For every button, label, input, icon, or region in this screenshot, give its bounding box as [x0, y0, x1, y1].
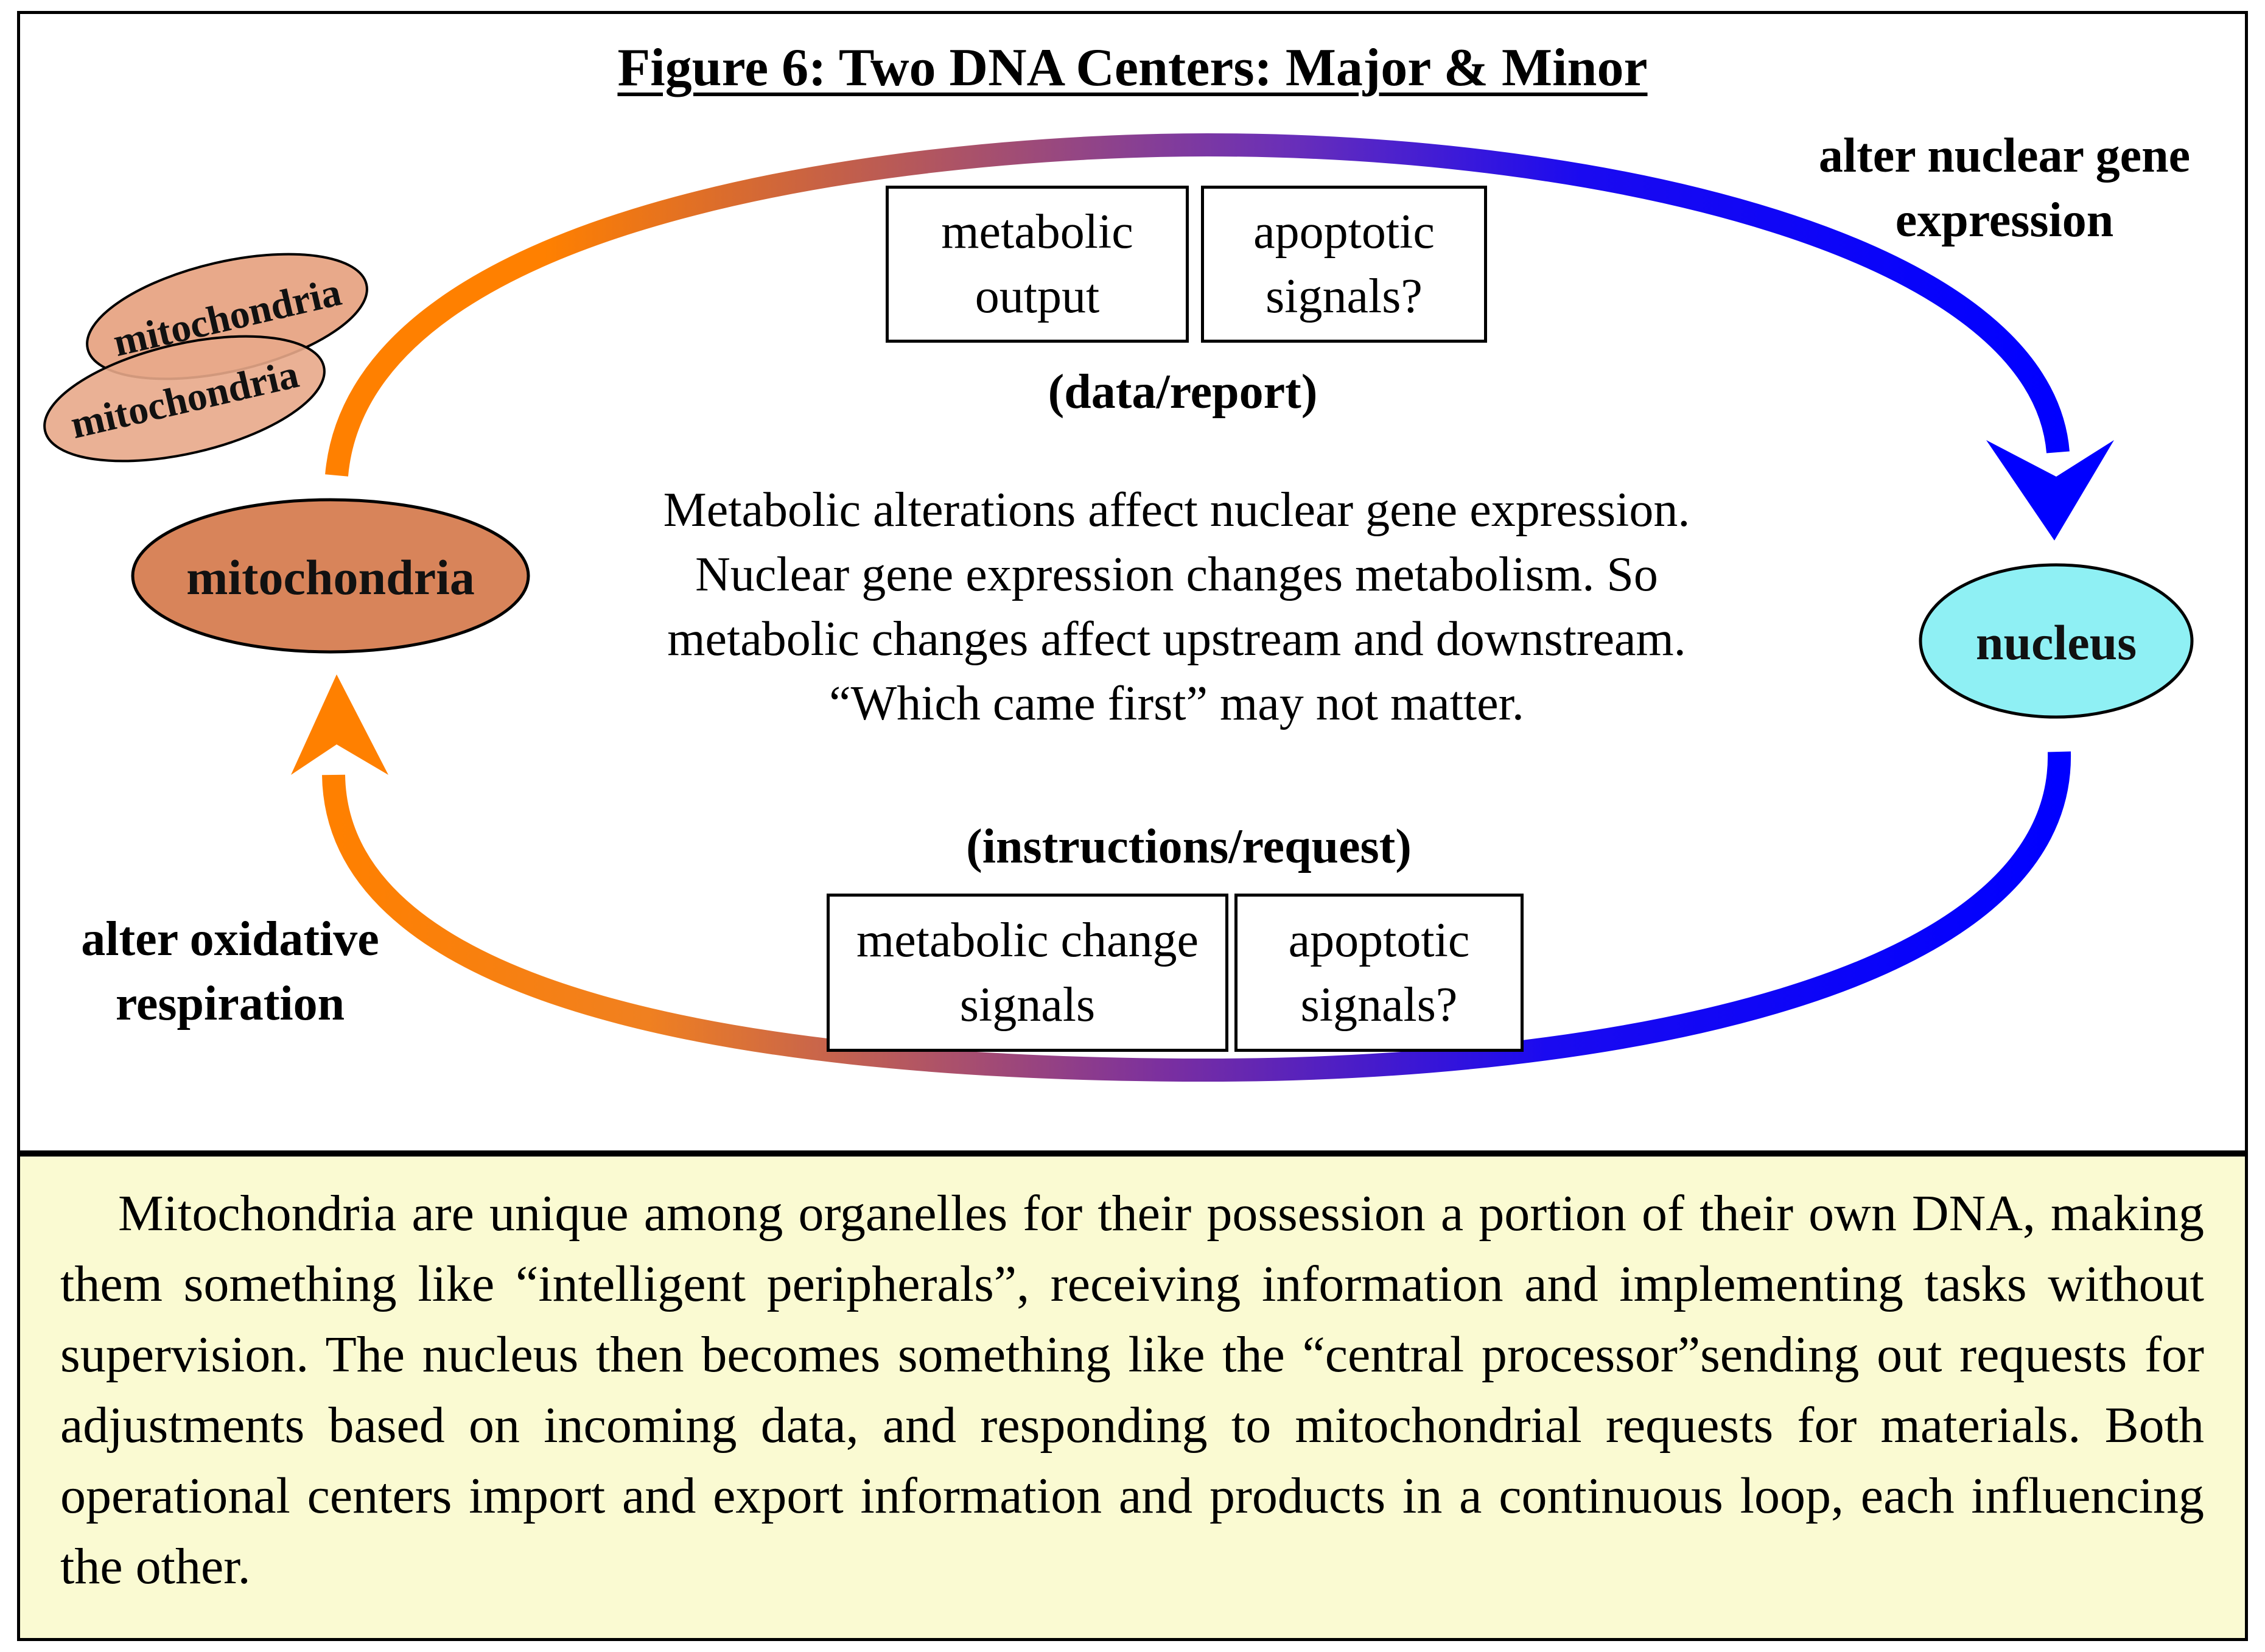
alter-oxidative-line2: respiration — [115, 977, 345, 1031]
alter-nuclear-gene-expression-label: alter nuclear gene expression — [1773, 124, 2236, 253]
figure-panel: mitochondria mitochondria mitochondria n… — [17, 11, 2248, 1153]
center-line-2: Nuclear gene expression changes metaboli… — [695, 548, 1658, 601]
instructions-request-label: (instructions/request) — [966, 820, 1412, 873]
bottom-arrowhead — [291, 674, 388, 775]
metabolic-change-line1: metabolic change — [856, 914, 1199, 967]
center-explanation: Metabolic alterations affect nuclear gen… — [604, 478, 1749, 736]
apoptotic-bottom-line1: apoptotic — [1288, 914, 1470, 967]
nucleus-node — [1919, 563, 2194, 719]
metabolic-change-signals-box: metabolic change signals — [827, 894, 1228, 1052]
figure-title: Figure 6: Two DNA Centers: Major & Minor — [617, 38, 1648, 97]
apoptotic-top-line2: signals? — [1266, 270, 1423, 323]
alter-oxidative-respiration-label: alter oxidative respiration — [44, 907, 416, 1036]
apoptotic-signals-bottom-box: apoptotic signals? — [1234, 894, 1524, 1052]
alter-nuclear-line1: alter nuclear gene — [1818, 129, 2191, 183]
caption-paragraph: Mitochondria are unique among organelles… — [60, 1185, 2204, 1595]
diagram-graphics: mitochondria mitochondria mitochondria n… — [43, 133, 2194, 1082]
top-arrowhead — [1986, 440, 2114, 541]
caption-text: Mitochondria are unique among organelles… — [60, 1178, 2204, 1602]
nucleus-node-label: nucleus — [1976, 615, 2137, 670]
apoptotic-top-line1: apoptotic — [1253, 205, 1435, 259]
mitochondria-node — [131, 498, 530, 654]
top-arc — [325, 133, 2070, 477]
alter-nuclear-line2: expression — [1895, 194, 2114, 247]
metabolic-output-line1: metabolic — [941, 205, 1133, 259]
center-line-1: Metabolic alterations affect nuclear gen… — [663, 483, 1690, 537]
caption-panel: Mitochondria are unique among organelles… — [17, 1153, 2248, 1641]
metabolic-output-line2: output — [975, 270, 1100, 323]
center-line-4: “Which came first” may not matter. — [829, 677, 1524, 730]
data-report-label: (data/report) — [1048, 365, 1318, 419]
mitochondria-small-2: mitochondria — [43, 335, 326, 463]
mitochondria-node-label: mitochondria — [186, 550, 475, 605]
metabolic-output-box: metabolic output — [886, 186, 1189, 343]
metabolic-change-line2: signals — [959, 978, 1096, 1032]
center-line-3: metabolic changes affect upstream and do… — [667, 612, 1686, 666]
apoptotic-bottom-line2: signals? — [1300, 978, 1458, 1032]
alter-oxidative-line1: alter oxidative — [81, 912, 379, 966]
bottom-arc — [322, 751, 2071, 1082]
apoptotic-signals-top-box: apoptotic signals? — [1201, 186, 1487, 343]
